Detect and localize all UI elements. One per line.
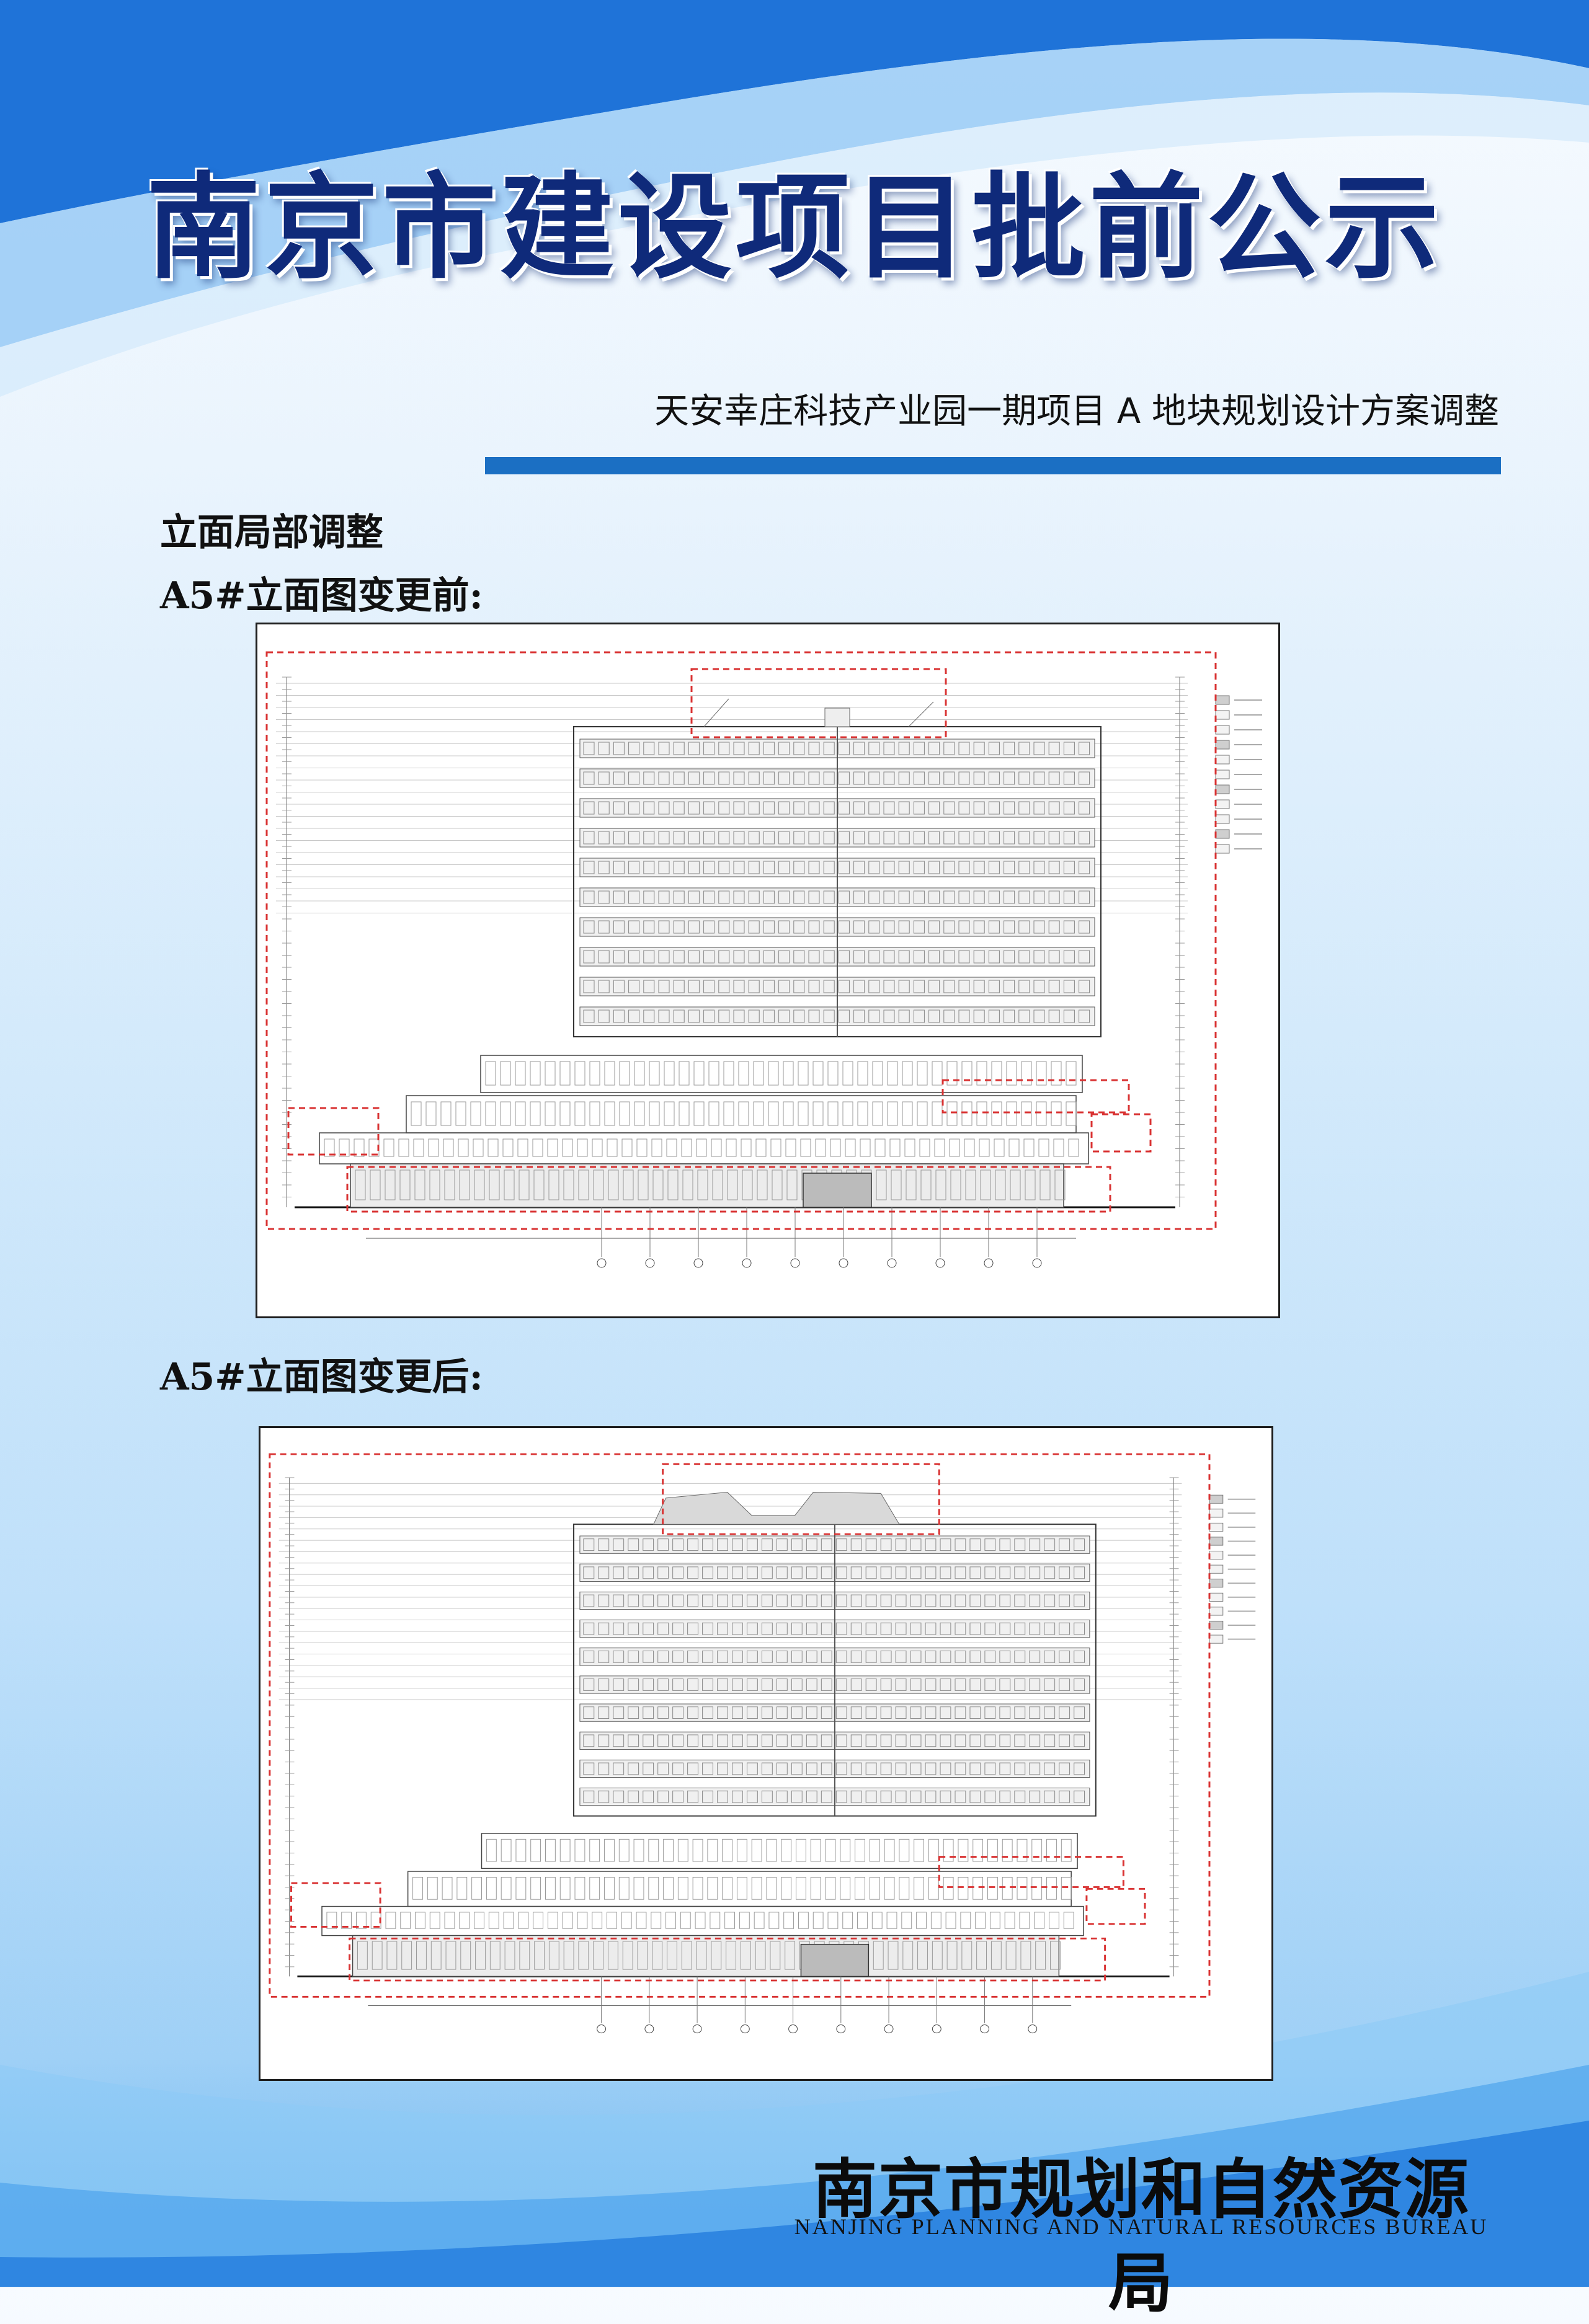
project-name: 天安幸庄科技产业园一期项目 A 地块规划设计方案调整 <box>654 391 1499 432</box>
elevation-linework <box>278 1477 1256 2034</box>
title-divider <box>485 457 1501 474</box>
footer-org-name: 南京市规划和自然资源局 <box>812 2151 1470 2321</box>
elevation-drawing-after <box>259 1426 1273 2081</box>
page-title: 南京市建设项目批前公示 <box>146 161 1443 295</box>
elevation-linework <box>276 676 1262 1268</box>
elevation-drawing-before <box>256 623 1280 1318</box>
section-title: 立面局部调整 <box>160 511 383 554</box>
change-markup <box>265 651 1217 1230</box>
after-caption: A5#立面图变更后: <box>160 1355 483 1399</box>
footer-org-name-en: NANJING PLANNING AND NATURAL RESOURCES B… <box>794 2214 1489 2239</box>
before-caption: A5#立面图变更前: <box>160 574 483 618</box>
change-markup <box>269 1453 1211 1998</box>
